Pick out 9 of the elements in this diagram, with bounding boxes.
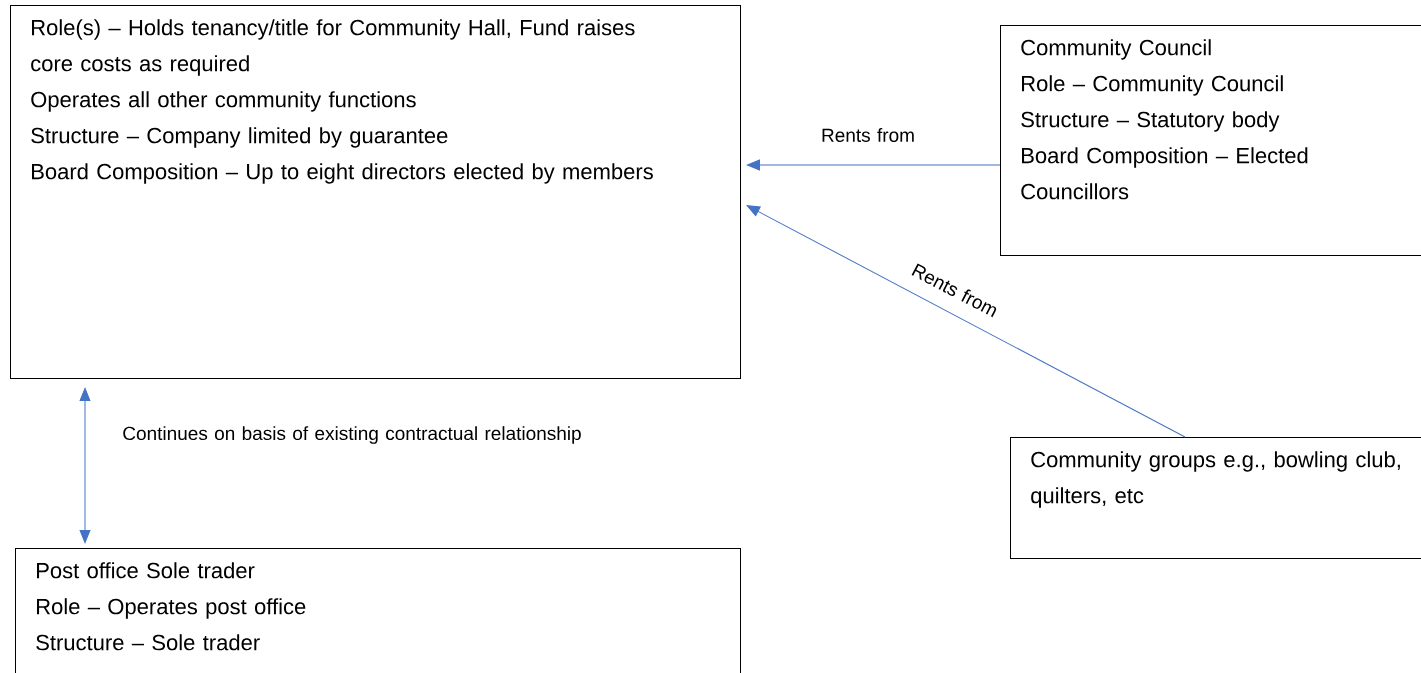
text-box: Community Council Role – Community Council Structure – Statutory body Board Composition – Elected Councillors — [1000, 25, 1421, 256]
text-box: Role(s) – Holds tenancy/title for Community Hall, Fund raises core costs as required Operates all other community functions Structure – Company limited by guarantee Board Composition – Up to eight directors elected by members — [10, 5, 741, 379]
arrow — [746, 159, 1001, 171]
text-box: Community groups e.g., bowling club, quilters, etc — [1010, 437, 1421, 559]
arrow — [746, 205, 1186, 438]
text-box: Post office Sole trader Role – Operates post office Structure – Sole trader — [15, 548, 741, 673]
edge-label: Continues on basis of existing contractual relationship — [123, 426, 581, 444]
arrow — [79, 387, 91, 544]
edge-label: Rents from — [822, 128, 914, 142]
